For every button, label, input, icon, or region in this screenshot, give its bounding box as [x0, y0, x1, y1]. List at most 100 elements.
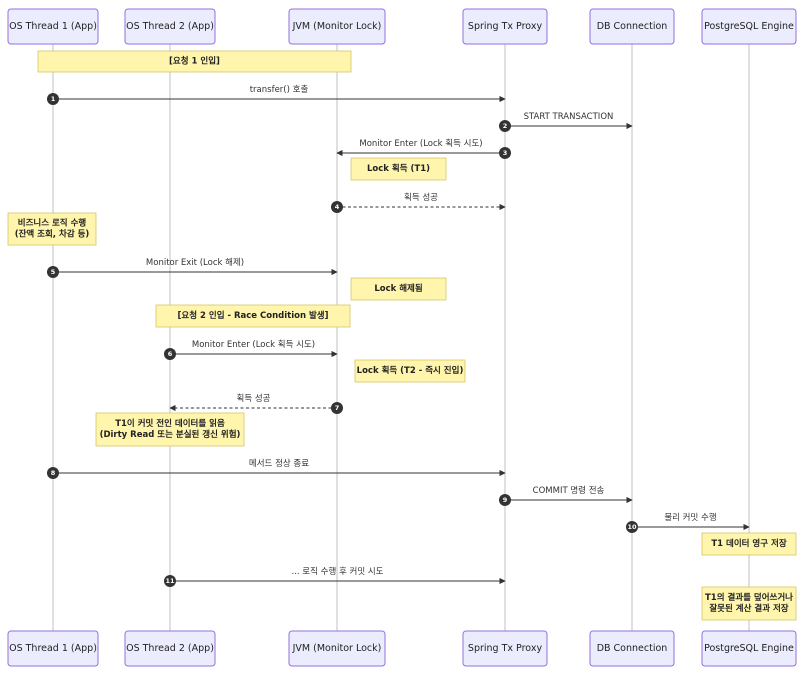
sequence-number-badge [499, 120, 511, 132]
message-label: ... 로직 수행 후 커밋 시도 [292, 566, 384, 577]
actor-t1-bottom: OS Thread 1 (App) [7, 630, 99, 667]
message-3: Monitor Enter (Lock 획득 시도) 3 [336, 138, 511, 159]
note-text: T1이 커밋 전인 데이터를 읽음 [115, 418, 225, 429]
actor-proxy-top: Spring Tx Proxy [462, 8, 548, 45]
message-label: 물리 커밋 수행 [664, 512, 716, 523]
note-box [350, 157, 447, 181]
note-text: (잔액 조회, 차감 등) [15, 229, 90, 240]
sequence-number: 1 [51, 95, 56, 103]
note-box [354, 359, 466, 383]
note-text: Lock 획득 (T2 - 즉시 진입) [357, 365, 464, 376]
actor-pg-bottom: PostgreSQL Engine [701, 630, 797, 667]
actor-label: PostgreSQL Engine [704, 643, 794, 654]
actor-box [7, 630, 99, 667]
message-9: COMMIT 명령 전송9 [499, 485, 633, 506]
message-label: transfer() 호출 [250, 84, 309, 95]
note-text: [요청 1 인입] [169, 56, 220, 67]
sequence-number: 4 [335, 203, 340, 211]
message-label: COMMIT 명령 전송 [533, 485, 605, 496]
message-4: 획득 성공 4 [331, 192, 506, 213]
sequence-number-badge [499, 494, 511, 506]
actor-label: OS Thread 1 (App) [9, 21, 97, 32]
message-label: 획득 성공 [404, 192, 438, 203]
actors-top: OS Thread 1 (App) OS Thread 2 (App) JVM (M… [7, 8, 797, 45]
sequence-number-badge [331, 402, 343, 414]
note-box [701, 586, 797, 621]
actor-box [288, 630, 386, 667]
actor-box [7, 8, 99, 45]
sequence-number-badge [499, 147, 511, 159]
actor-db-bottom: DB Connection [589, 630, 675, 667]
actor-label: OS Thread 1 (App) [9, 643, 97, 654]
actor-t1-top: OS Thread 1 (App) [7, 8, 99, 45]
actor-box [462, 630, 548, 667]
note-text: (Dirty Read 또는 분실된 갱신 위험) [100, 429, 241, 440]
actor-box [589, 630, 675, 667]
actor-jvm-top: JVM (Monitor Lock) [288, 8, 386, 45]
sequence-number: 3 [503, 149, 508, 157]
actor-pg-top: PostgreSQL Engine [701, 8, 797, 45]
message-5: Monitor Exit (Lock 해제) 5 [47, 258, 338, 278]
message-label: Monitor Enter (Lock 획득 시도) [192, 339, 315, 350]
message-label: Monitor Enter (Lock 획득 시도) [359, 138, 482, 149]
sequence-number-badge [164, 348, 176, 360]
sequence-number: 6 [168, 350, 173, 358]
sequence-number-badge [47, 266, 59, 278]
actor-label: OS Thread 2 (App) [126, 21, 214, 32]
sequence-number: 5 [51, 268, 56, 276]
sequence-number-badge [164, 575, 176, 587]
note-1: [요청 1 인입] [37, 50, 352, 73]
actors-bottom: OS Thread 1 (App) OS Thread 2 (App) JVM (M… [7, 630, 797, 667]
note-box [95, 412, 245, 447]
sequence-number: 8 [51, 469, 56, 477]
actor-box [701, 8, 797, 45]
note-box [155, 304, 351, 328]
note-box [37, 50, 352, 73]
sequence-number: 11 [165, 577, 175, 585]
sequence-number-badge [47, 93, 59, 105]
actor-label: Spring Tx Proxy [468, 21, 543, 32]
note-box [7, 212, 97, 246]
actor-label: DB Connection [597, 643, 668, 654]
actor-label: JVM (Monitor Lock) [292, 643, 382, 654]
note-5: [요청 2 인입 - Race Condition 발생] [155, 304, 351, 328]
note-text: Lock 해제됨 [374, 283, 422, 294]
note-4: Lock 해제됨 [350, 277, 447, 301]
note-box [350, 277, 447, 301]
note-7: T1이 커밋 전인 데이터를 읽음(Dirty Read 또는 분실된 갱신 위… [95, 412, 245, 447]
sequence-number-badge [626, 521, 638, 533]
note-2: Lock 획득 (T1) [350, 157, 447, 181]
note-6: Lock 획득 (T2 - 즉시 진입) [354, 359, 466, 383]
actor-label: Spring Tx Proxy [468, 643, 543, 654]
sequence-number: 10 [627, 523, 637, 531]
actor-label: PostgreSQL Engine [704, 21, 794, 32]
actor-jvm-bottom: JVM (Monitor Lock) [288, 630, 386, 667]
message-8: 메서드 정상 종료 8 [47, 458, 506, 479]
note-text: 잘못된 계산 결과 저장 [709, 603, 788, 614]
message-7: 획득 성공7 [169, 393, 343, 414]
note-text: 비즈니스 로직 수행 [18, 218, 87, 229]
actor-label: OS Thread 2 (App) [126, 643, 214, 654]
actor-box [124, 8, 216, 45]
note-text: Lock 획득 (T1) [367, 163, 430, 174]
actor-label: DB Connection [597, 21, 668, 32]
message-label: 메서드 정상 종료 [249, 458, 309, 469]
sequence-number: 2 [503, 122, 508, 130]
note-3: 비즈니스 로직 수행(잔액 조회, 차감 등) [7, 212, 97, 246]
actor-t2-bottom: OS Thread 2 (App) [124, 630, 216, 667]
note-box [701, 532, 797, 556]
actor-box [288, 8, 386, 45]
note-text: [요청 2 인입 - Race Condition 발생] [178, 310, 329, 321]
message-11: ... 로직 수행 후 커밋 시도 11 [164, 566, 506, 587]
message-label: Monitor Exit (Lock 해제) [146, 258, 244, 268]
notes: [요청 1 인입] Lock 획득 (T1) 비즈니스 로직 수행(잔액 조회, 차… [7, 50, 797, 621]
actor-box [589, 8, 675, 45]
actor-proxy-bottom: Spring Tx Proxy [462, 630, 548, 667]
message-label: 획득 성공 [237, 393, 271, 404]
sequence-number-badge [47, 467, 59, 479]
actor-box [701, 630, 797, 667]
